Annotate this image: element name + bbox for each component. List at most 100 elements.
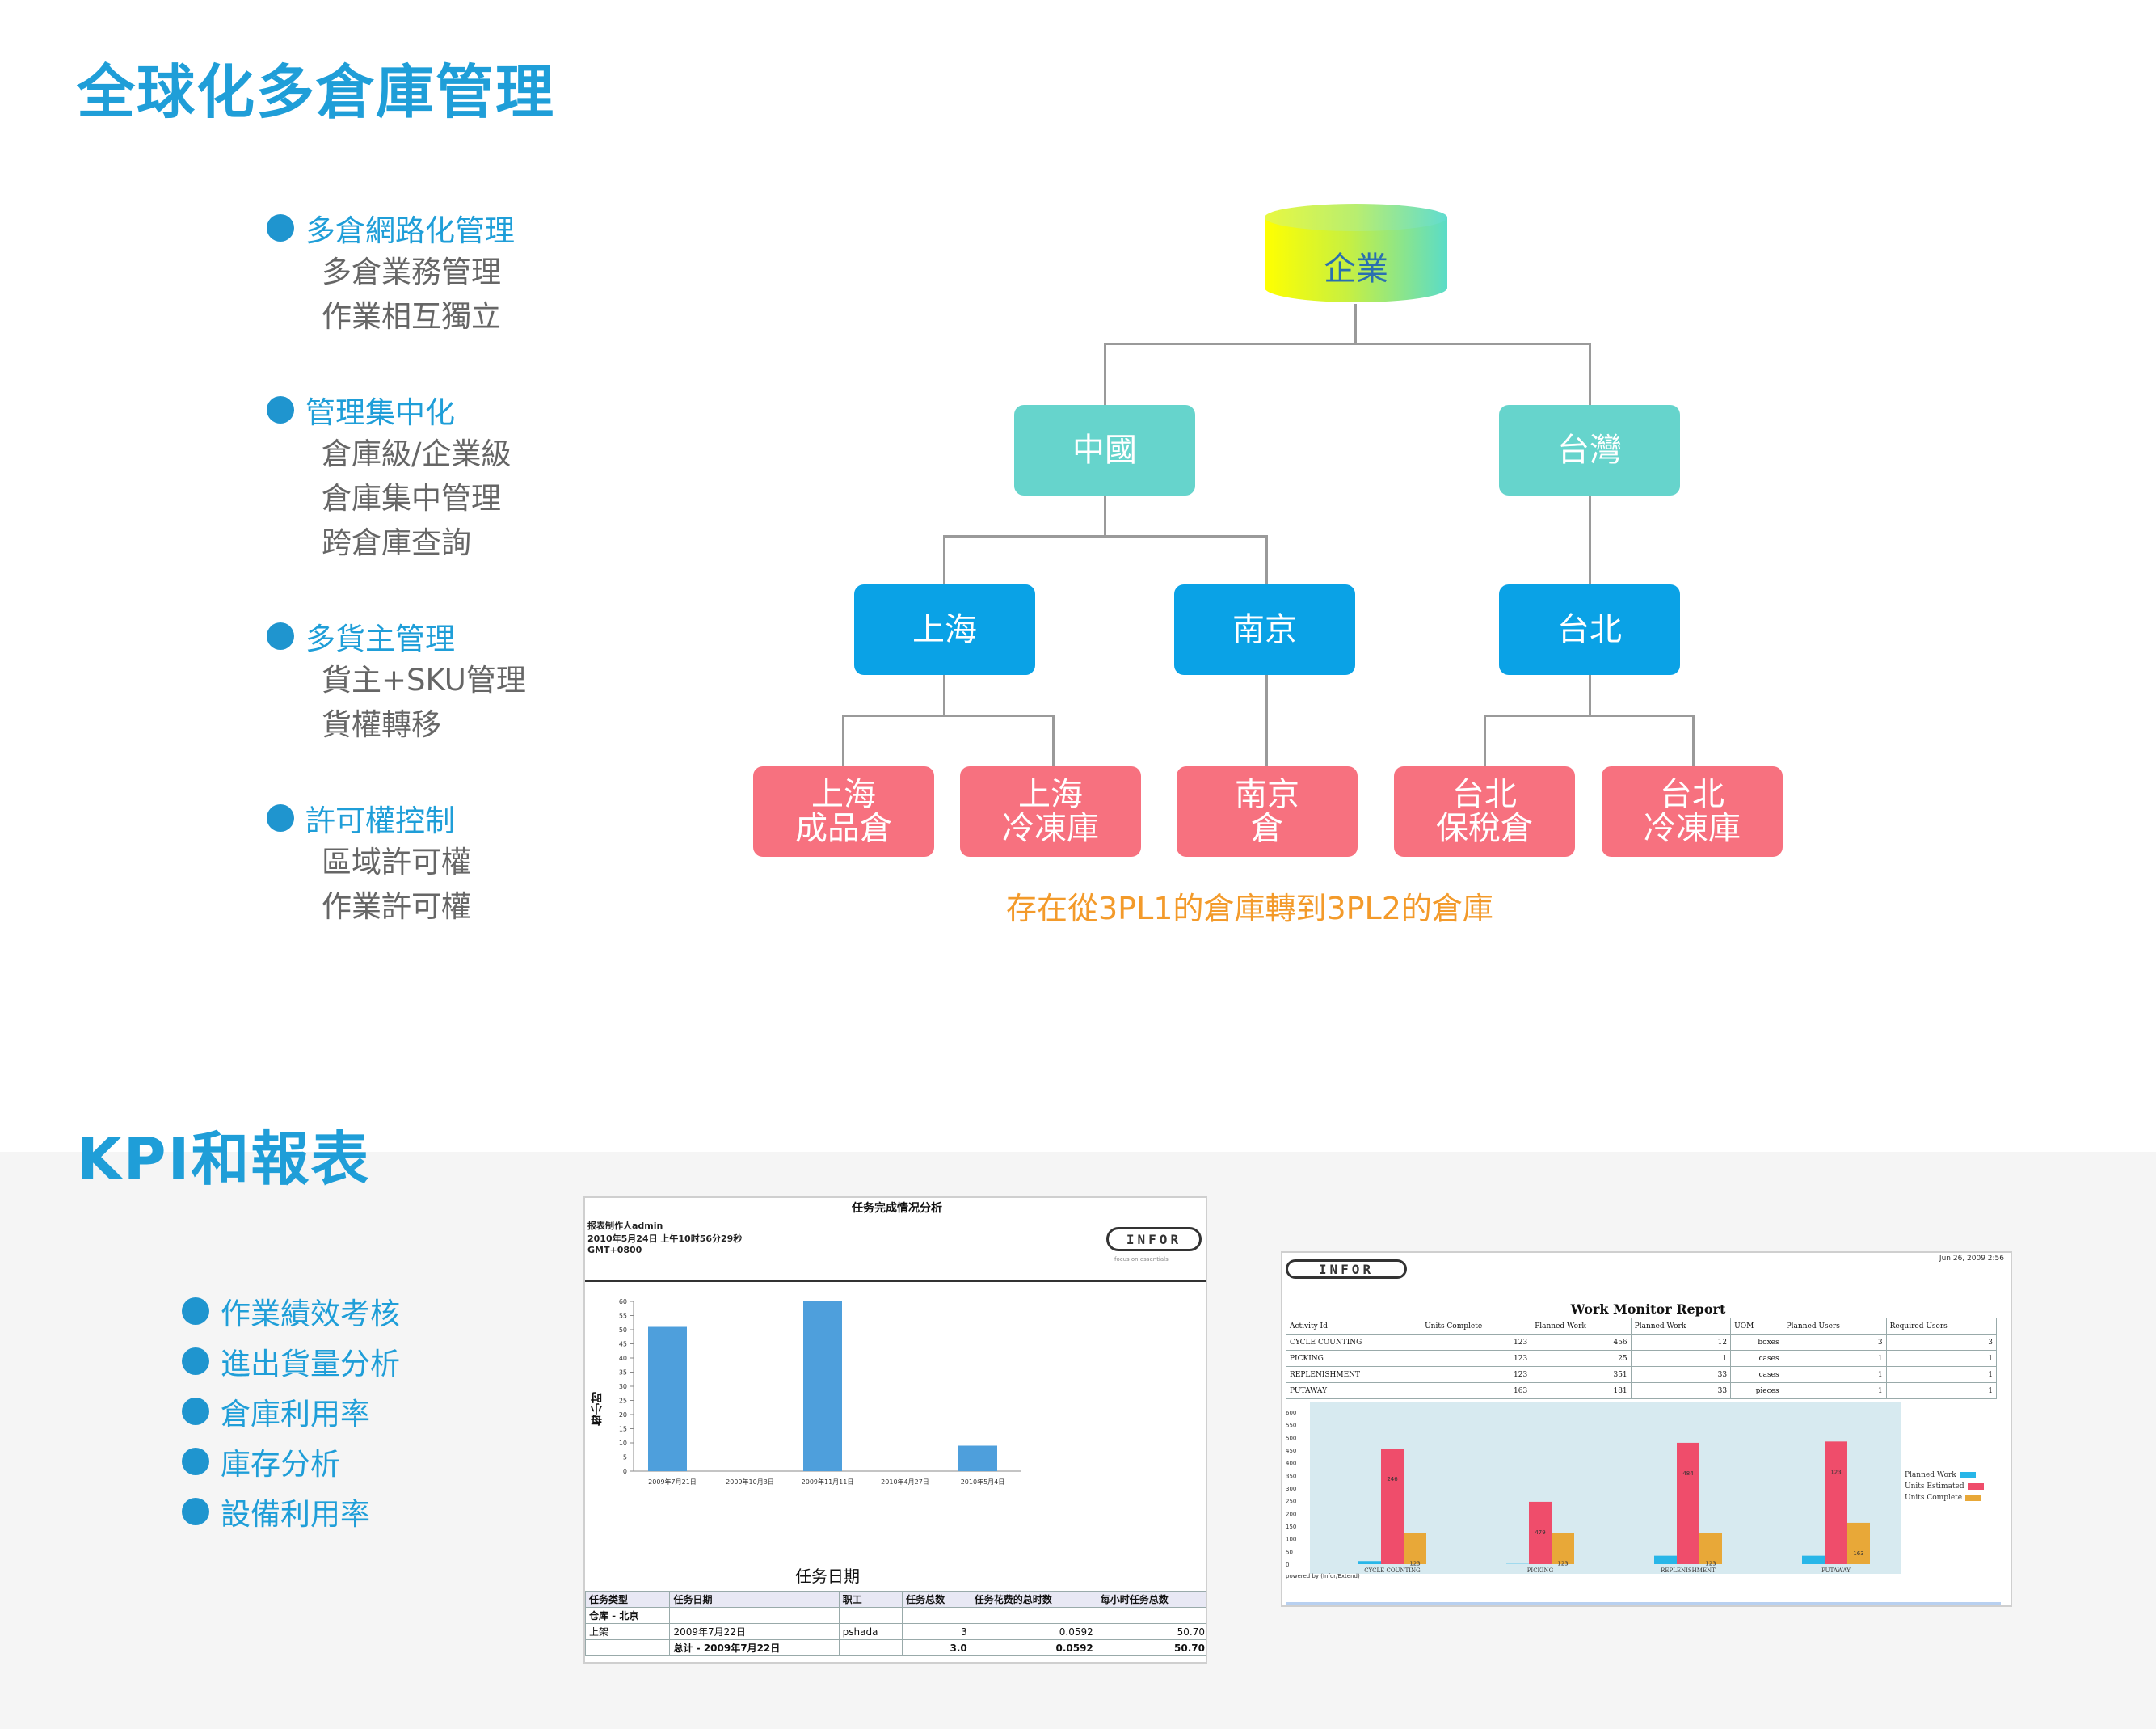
tree-connector (943, 674, 945, 716)
table-header: Planned Users (1782, 1318, 1887, 1335)
kpi-feature: 進出貨量分析 (221, 1347, 400, 1381)
tree-connector (1052, 715, 1055, 767)
y-tick-label: 25 (619, 1398, 627, 1405)
x-tick-label: REPLENISHMENT (1661, 1567, 1716, 1574)
table-header: Activity Id (1285, 1318, 1422, 1335)
report-divider (585, 1280, 1206, 1282)
bullet-dot (267, 214, 294, 242)
warehouse-line: 倉 (1251, 810, 1283, 847)
warehouse-line: 上海 (1018, 776, 1083, 813)
table-header: 任务总数 (902, 1591, 971, 1608)
report-title: Work Monitor Report (1570, 1301, 1726, 1317)
table-cell: 0.0592 (970, 1639, 1097, 1656)
tree-connector (1484, 715, 1486, 767)
table-cell: 50.70 (1096, 1639, 1206, 1656)
feature-head: 許可權控制 (305, 803, 455, 838)
table-cell: 33 (1630, 1366, 1732, 1383)
feature-sub: 倉庫集中管理 (322, 481, 501, 516)
table-cell: 1 (1782, 1382, 1887, 1399)
work-monitor-table: Activity Id Units Complete Planned Work … (1285, 1318, 1998, 1399)
warehouse-line: 台北 (1660, 776, 1724, 813)
legend-label: Units Complete (1905, 1494, 1963, 1502)
report-meta: GMT+0800 (587, 1245, 642, 1255)
bar (1529, 1501, 1552, 1564)
y-tick-label: 0 (1286, 1562, 1289, 1568)
report-date: Jun 26, 2009 2:56 (1939, 1255, 2004, 1263)
node-city-nanjing: 南京 (1174, 584, 1355, 675)
chart-legend: Planned Work Units Estimated Units Compl… (1905, 1470, 1984, 1503)
y-tick-label: 250 (1286, 1499, 1296, 1505)
tree-connector (1104, 343, 1106, 406)
table-cell: 3 (902, 1623, 971, 1640)
bar (1825, 1441, 1847, 1564)
table-cell: 456 (1531, 1334, 1632, 1351)
warehouse-line: 冷凍庫 (1002, 810, 1099, 847)
legend-swatch (1965, 1495, 1982, 1501)
table-cell: 123 (1421, 1334, 1532, 1351)
x-tick-label: CYCLE COUNTING (1364, 1567, 1421, 1574)
y-tick-label: 20 (619, 1411, 627, 1419)
transfer-note: 存在從3PL1的倉庫轉到3PL2的倉庫 (1006, 891, 1493, 926)
table-row: 仓库 - 北京 (585, 1607, 1206, 1624)
table-header: UOM (1730, 1318, 1783, 1335)
kpi-feature: 作業績效考核 (221, 1297, 400, 1331)
y-tick-label: 10 (619, 1440, 627, 1447)
bar (1552, 1533, 1574, 1564)
table-cell: 0.0592 (970, 1623, 1097, 1640)
feature-sub: 多倉業務管理 (322, 255, 501, 289)
chart-xlabel: 任务日期 (795, 1567, 860, 1586)
table-cell: 1 (1782, 1350, 1887, 1367)
bullet-dot (182, 1297, 209, 1325)
legend-item: Units Estimated (1905, 1481, 1984, 1492)
warehouse-line: 冷凍庫 (1644, 810, 1741, 847)
feature-sub: 貨權轉移 (322, 707, 441, 742)
node-warehouse: 台北 保稅倉 (1394, 766, 1575, 857)
table-cell: cases (1730, 1366, 1783, 1383)
table-header: 任务日期 (669, 1591, 840, 1608)
table-cell: 1 (1630, 1350, 1732, 1367)
bar (803, 1301, 842, 1471)
y-tick-label: 0 (623, 1468, 627, 1475)
table-cell: 1 (1885, 1382, 1998, 1399)
tree-connector (1104, 495, 1106, 537)
tree-connector (1589, 343, 1591, 406)
table-cell: 163 (1421, 1382, 1532, 1399)
report-title: 任务完成情况分析 (852, 1202, 942, 1215)
report-meta: 2010年5月24日 上午10时56分29秒 (587, 1233, 743, 1244)
data-label: 163 (1853, 1550, 1863, 1557)
table-cell: 1 (1885, 1366, 1998, 1383)
y-tick-label: 60 (619, 1298, 627, 1305)
y-tick-label: 550 (1286, 1423, 1296, 1429)
x-tick-label: 2010年5月4日 (961, 1478, 1005, 1486)
tree-connector (943, 535, 945, 585)
node-region-taiwan: 台灣 (1499, 405, 1680, 496)
warehouse-line: 成品倉 (795, 810, 892, 847)
table-cell: cases (1730, 1350, 1783, 1367)
x-tick-label: PUTAWAY (1821, 1567, 1851, 1574)
table-header: 每小时任务总数 (1096, 1591, 1206, 1608)
report-work-monitor: INFOR Jun 26, 2009 2:56 Work Monitor Rep… (1281, 1251, 2012, 1607)
feature-head: 管理集中化 (305, 395, 455, 430)
legend-item: Units Complete (1905, 1492, 1984, 1503)
feature-group-network: 多倉網路化管理 多倉業務管理 作業相互獨立 (267, 206, 515, 339)
bullet-dot (182, 1398, 209, 1425)
feature-sub: 作業許可權 (322, 889, 471, 924)
table-cell: PICKING (1285, 1350, 1422, 1367)
infor-logo: INFOR (1286, 1259, 1407, 1279)
feature-head: 多貨主管理 (305, 622, 455, 656)
y-tick-label: 35 (619, 1369, 627, 1377)
report-task-completion: 任务完成情况分析 报表制作人admin 2010年5月24日 上午10时56分2… (583, 1196, 1207, 1664)
work-monitor-bar-chart: 0501001502002503003504004505005506002461… (1286, 1402, 1901, 1574)
horizontal-scrollbar[interactable] (1286, 1602, 2001, 1605)
table-cell: 3 (1782, 1334, 1887, 1351)
bullet-dot (267, 622, 294, 650)
node-warehouse: 上海 成品倉 (753, 766, 934, 857)
feature-group-permissions: 許可權控制 區域許可權 作業許可權 (267, 796, 471, 929)
report-footer: powered by (Infor/Extend) (1286, 1573, 1360, 1579)
node-city-shanghai: 上海 (854, 584, 1035, 675)
x-tick-label: 2009年11月11日 (802, 1478, 854, 1486)
table-cell: 25 (1531, 1350, 1632, 1367)
